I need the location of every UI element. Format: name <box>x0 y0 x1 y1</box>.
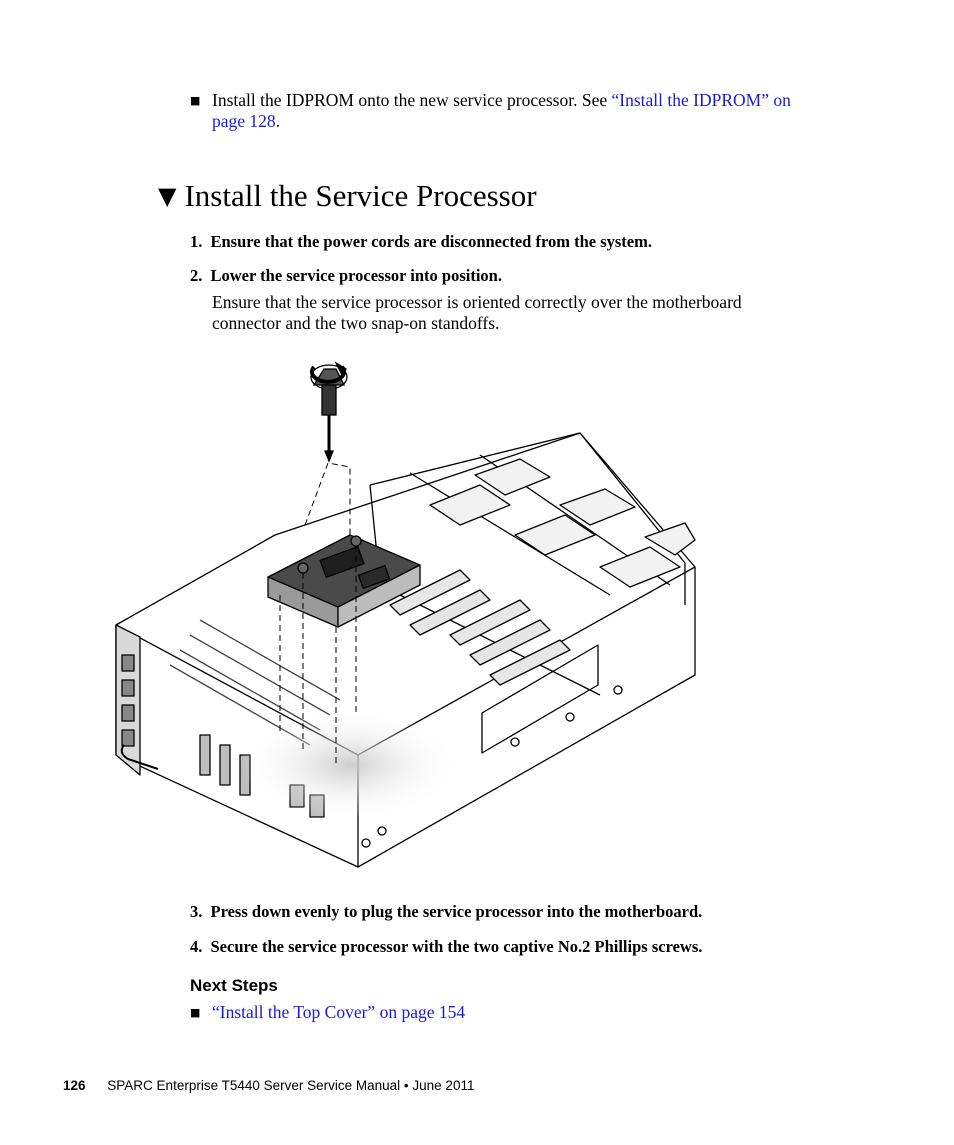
step-text: Press down evenly to plug the service pr… <box>210 902 703 921</box>
step-3: 3. Press down evenly to plug the service… <box>190 902 702 922</box>
step-number: 1. <box>190 232 203 251</box>
idprom-period: . <box>275 111 281 131</box>
next-steps-item: “Install the Top Cover” on page 154 <box>212 1002 465 1023</box>
page-title: Install the Service Processor <box>184 178 537 213</box>
step-2: 2. Lower the service processor into posi… <box>190 266 502 286</box>
footer: 126 SPARC Enterprise T5440 Server Servic… <box>63 1078 474 1093</box>
detail-line-2: connector and the two snap-on standoffs. <box>212 313 500 333</box>
step-number: 2. <box>190 266 203 285</box>
detail-line-1: Ensure that the service processor is ori… <box>212 292 742 312</box>
triangle-down-icon: ▼ <box>158 182 177 210</box>
step-number: 4. <box>190 937 203 956</box>
bullet-marker: ■ <box>190 94 201 107</box>
step-text: Secure the service processor with the tw… <box>210 937 703 956</box>
step-1: 1. Ensure that the power cords are disco… <box>190 232 652 252</box>
step-4: 4. Secure the service processor with the… <box>190 937 702 957</box>
step-text: Lower the service processor into positio… <box>210 266 502 285</box>
idprom-text: Install the IDPROM onto the new service … <box>212 90 612 110</box>
step-text: Ensure that the power cords are disconne… <box>210 232 653 251</box>
install-idprom-link-page[interactable]: page 128 <box>212 111 276 131</box>
step-2-detail: Ensure that the service processor is ori… <box>212 292 852 334</box>
section-heading: ▼ Install the Service Processor <box>158 178 537 214</box>
next-steps-heading: Next Steps <box>190 976 278 995</box>
idprom-bullet-text: Install the IDPROM onto the new service … <box>212 90 852 132</box>
bullet-marker: ■ <box>190 1006 201 1019</box>
step-number: 3. <box>190 902 203 921</box>
server-chassis-illustration-icon <box>115 361 696 868</box>
page-number: 126 <box>63 1078 86 1093</box>
install-top-cover-link[interactable]: “Install the Top Cover” on page 154 <box>212 1002 466 1022</box>
footer-text: SPARC Enterprise T5440 Server Service Ma… <box>107 1078 475 1093</box>
install-idprom-link[interactable]: “Install the IDPROM” on <box>611 90 791 110</box>
